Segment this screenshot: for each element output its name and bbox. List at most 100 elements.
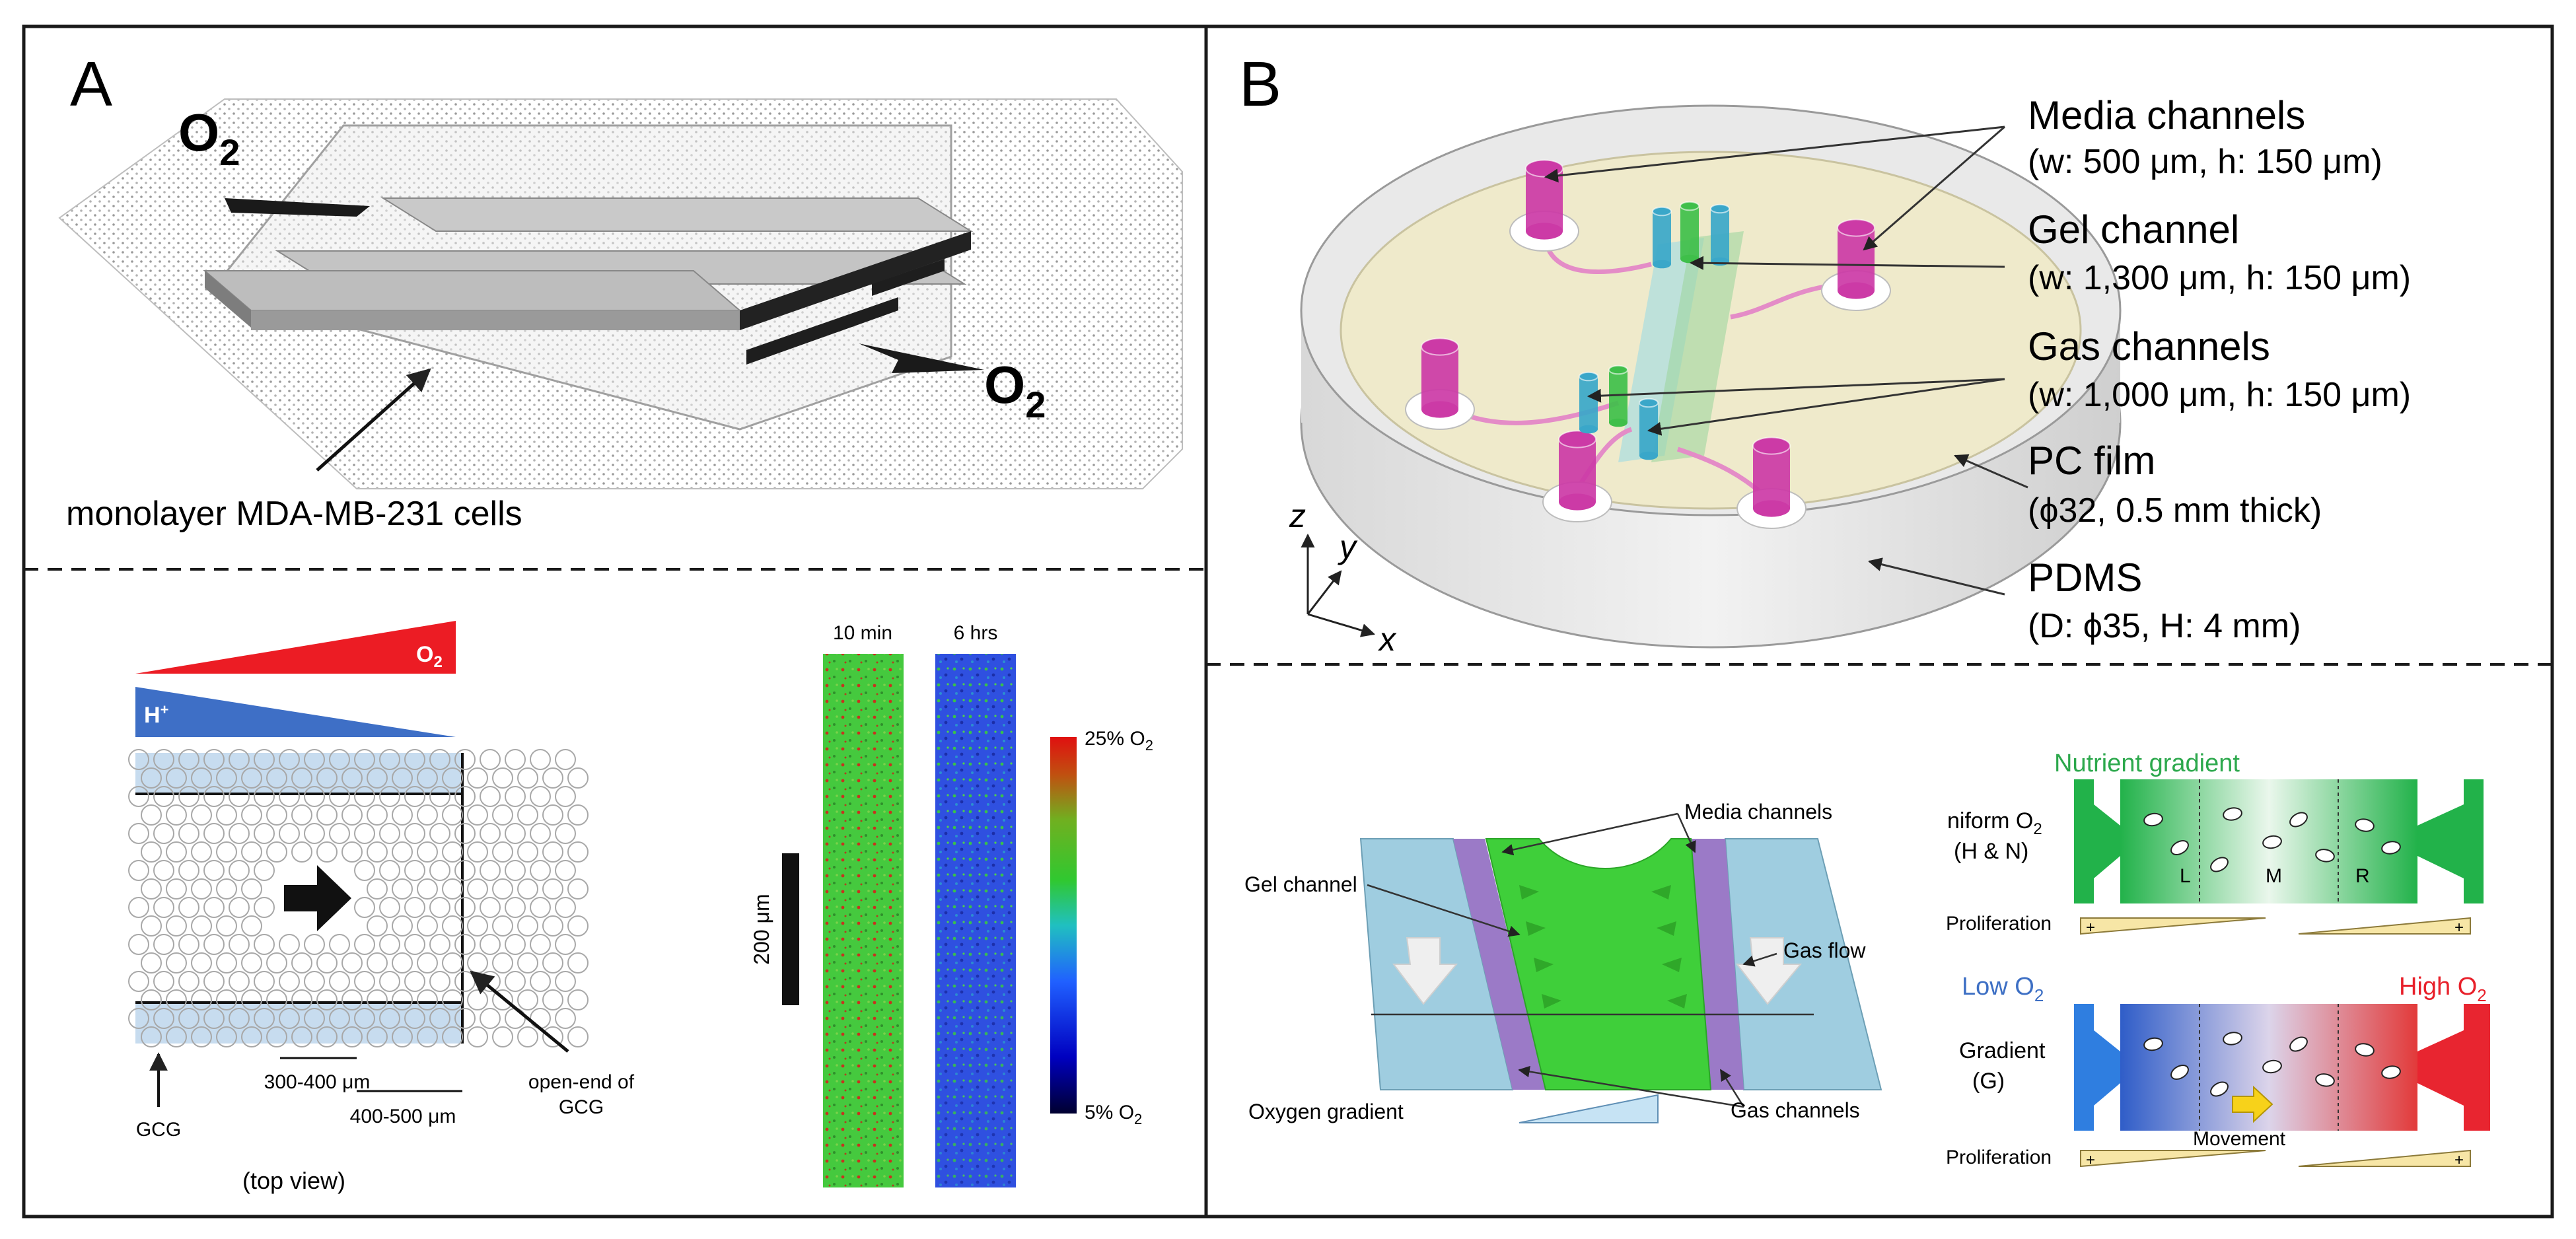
cell [480,1008,501,1029]
cell [505,1008,526,1029]
cell [392,767,413,789]
cell [229,934,250,955]
cell [505,971,526,992]
colorbar-min-label: 5% O2 [1085,1102,1142,1127]
cell [567,1026,589,1047]
cell [492,989,513,1010]
cell [191,952,212,974]
region-l: L [2180,865,2191,887]
cell [141,841,162,863]
cell [153,1008,174,1029]
cell [254,786,275,807]
cells-pointer [316,368,431,472]
cell [555,786,576,807]
cell [203,971,225,992]
cell [203,786,225,807]
cell [341,841,363,863]
cell [567,989,589,1010]
cell [442,989,463,1010]
cell [128,786,149,807]
cell [341,989,363,1010]
cell [367,952,388,974]
cell [341,767,363,789]
cell [178,749,199,770]
cell [216,1026,237,1047]
dim-1-label: 300-400 μm [264,1071,371,1093]
cell [178,823,199,844]
cell [404,823,425,844]
cell [254,934,275,955]
cell-sketch [2210,857,2229,872]
cell [354,971,375,992]
cell [279,786,300,807]
cell [367,1026,388,1047]
cell [178,1008,199,1029]
region-m: M [2266,865,2282,887]
cell [354,749,375,770]
cell [266,952,287,974]
panel-b-label: B [1239,49,1281,120]
cell [567,767,589,789]
inlet-post [1652,206,1672,269]
cell-sketch [2355,1043,2375,1057]
cell [379,1008,400,1029]
o2-image-10min [823,654,904,1187]
cell [480,823,501,844]
cell [128,971,149,992]
cell [392,841,413,863]
cell [304,823,325,844]
cell [254,749,275,770]
cell [291,989,312,1010]
cell [467,804,488,826]
cell [166,878,187,900]
proliferation-bar-2 [2080,1149,2471,1168]
cell [354,823,375,844]
gel-channel-label: Gel channel [1244,872,1357,896]
cell-sketch [2381,841,2401,855]
cell-sketch [2143,1037,2163,1051]
cell [379,971,400,992]
gradient-right-inlet [2417,1004,2490,1131]
uniform-right-inlet [2417,779,2484,903]
cell [216,878,237,900]
cell [128,860,149,881]
inlet-post [1680,201,1699,264]
cell [429,823,450,844]
cell [304,934,325,955]
cell [153,823,174,844]
cell [254,860,275,881]
cell [367,767,388,789]
cell [241,841,262,863]
uniform-o2-label: niform O2 [1947,808,2042,838]
cell [166,841,187,863]
proliferation-plus-1b: + [2454,919,2464,937]
oxygen-gradient-label: Oxygen gradient [1248,1100,1404,1123]
cell [517,767,538,789]
cell [254,823,275,844]
cell [329,786,350,807]
cell-field [128,749,589,1047]
cell [555,897,576,918]
cell [216,989,237,1010]
cell [203,897,225,918]
cell [530,786,551,807]
cell [530,749,551,770]
cell [480,749,501,770]
nutrient-gradient-label: Nutrient gradient [2054,750,2240,777]
cell [404,860,425,881]
proliferation-label-1: Proliferation [1946,913,2052,935]
cell [379,749,400,770]
region-r: R [2355,865,2370,887]
cell [291,952,312,974]
cell [429,1008,450,1029]
device-channels [203,197,974,365]
cell [567,915,589,937]
cell [517,989,538,1010]
cell [542,804,563,826]
cell [254,971,275,992]
cell [203,860,225,881]
open-end-label-1: open-end of [528,1071,635,1093]
cell [492,804,513,826]
cell [191,989,212,1010]
inlet-post [1558,430,1596,511]
